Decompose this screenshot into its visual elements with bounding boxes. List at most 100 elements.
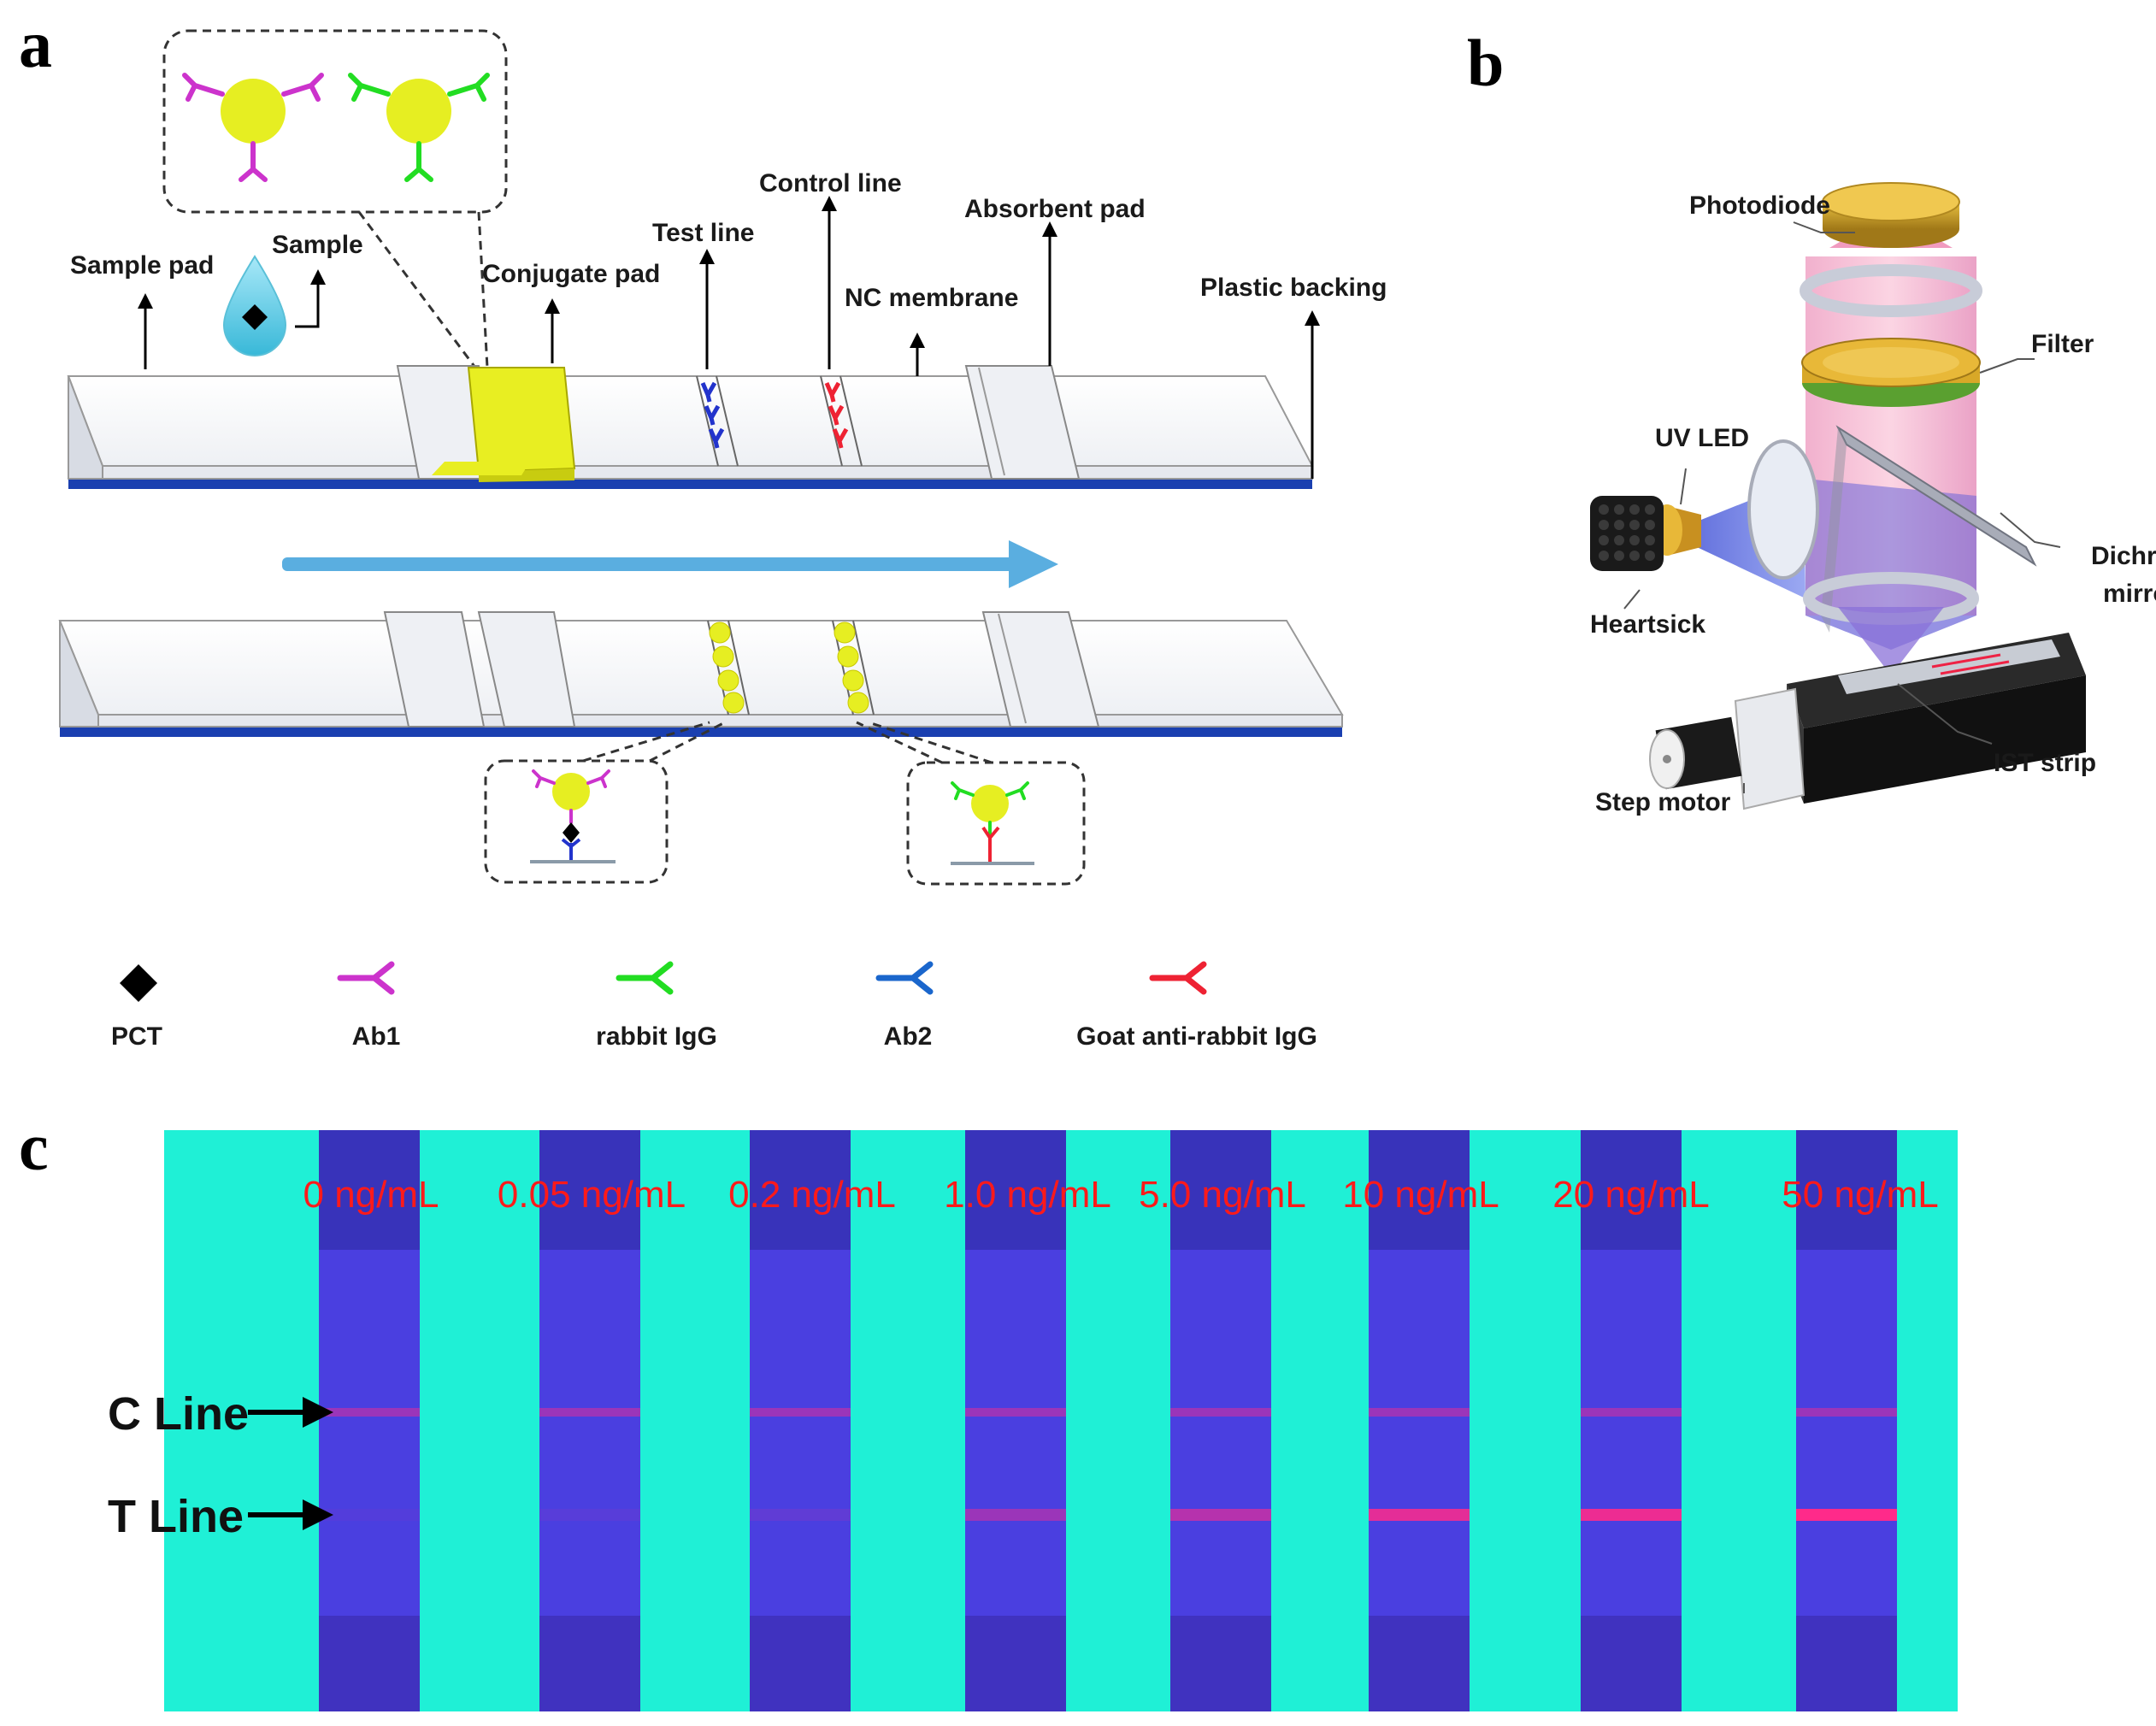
- panel-a: a: [19, 7, 1387, 1051]
- concentration-label: 20 ng/mL: [1552, 1174, 1709, 1216]
- strip-window-bottom: [750, 1616, 851, 1711]
- concentration-label: 50 ng/mL: [1782, 1174, 1938, 1216]
- strip-window-top: [1796, 1130, 1897, 1250]
- legend-label-goat-anti-rabbit-igg: Goat anti-rabbit IgG: [1076, 1022, 1317, 1051]
- lfa-strip-before: [67, 365, 1314, 489]
- control-band: [1170, 1408, 1271, 1417]
- heatsink-icon: [1590, 496, 1664, 571]
- panel-letter-b: b: [1467, 26, 1504, 100]
- strip-window-bottom: [319, 1616, 420, 1711]
- label-uv-led: UV LED: [1655, 424, 1749, 452]
- label-heatsink: Heartsick: [1590, 610, 1705, 639]
- label-ist-strip: IST strip: [1994, 749, 2096, 777]
- diamond-icon: [120, 964, 157, 1002]
- legend: PCT Ab1 rabbit IgG Ab2 Goat anti-rabbit …: [111, 961, 1317, 1051]
- control-band: [539, 1408, 640, 1417]
- panel-letter-c: c: [19, 1110, 49, 1184]
- panel-c: c 0 ng/mL 0.05 ng/mL 0.2 ng/mL 1.0 ng/mL 5.0…: [19, 1110, 1958, 1711]
- panel-letter-a: a: [19, 7, 52, 81]
- control-line-marks: [820, 375, 863, 467]
- strip-window-top: [1170, 1130, 1271, 1250]
- test-band: [750, 1509, 851, 1521]
- test-band: [1796, 1509, 1897, 1521]
- strip-window-top: [750, 1130, 851, 1250]
- flow-arrow: [282, 540, 1058, 588]
- photodiode-icon: [1822, 182, 1960, 248]
- strip-window-top: [539, 1130, 640, 1250]
- strip-window-bottom: [1581, 1616, 1682, 1711]
- lfa-strip-after: [58, 611, 1344, 737]
- legend-label-pct: PCT: [111, 1022, 162, 1051]
- legend-label-rabbit-igg: rabbit IgG: [596, 1022, 717, 1051]
- label-dichroic: Dichroic: [2091, 542, 2156, 570]
- control-line-callout: [856, 721, 1086, 886]
- sample-droplet-icon: [222, 255, 287, 356]
- label-nc-membrane: NC membrane: [845, 284, 1018, 312]
- label-arrows-a: [138, 196, 1320, 479]
- test-band: [1369, 1509, 1470, 1521]
- strip-window-bottom: [539, 1616, 640, 1711]
- label-sample: Sample: [272, 231, 363, 259]
- legend-label-ab1: Ab1: [352, 1022, 401, 1051]
- antibody-icon: [875, 961, 934, 995]
- concentration-label: 0.05 ng/mL: [498, 1174, 686, 1216]
- antibody-icon: [1149, 961, 1207, 995]
- strip-window-bottom: [965, 1616, 1066, 1711]
- label-sample-pad: Sample pad: [70, 251, 214, 280]
- label-photodiode: Photodiode: [1689, 191, 1830, 220]
- conjugate-callout: [162, 29, 508, 368]
- test-band: [965, 1509, 1066, 1521]
- dichroic-mirror-icon: [1835, 425, 2037, 567]
- antibody-icon: [616, 961, 674, 995]
- control-band: [1796, 1408, 1897, 1417]
- legend-label-ab2: Ab2: [884, 1022, 933, 1051]
- gold-particle: [221, 79, 286, 144]
- control-band: [965, 1408, 1066, 1417]
- strip-window-bottom: [1796, 1616, 1897, 1711]
- panel-b: b: [1467, 26, 2156, 816]
- strip-window-bottom: [1170, 1616, 1271, 1711]
- label-mirror: mirror: [2103, 580, 2156, 608]
- label-filter: Filter: [2031, 330, 2094, 358]
- concentration-label: 0 ng/mL: [303, 1174, 439, 1216]
- focus-cone: [1838, 607, 1944, 675]
- control-band: [750, 1408, 851, 1417]
- strip-window-top: [965, 1130, 1066, 1250]
- test-band: [1581, 1509, 1682, 1521]
- concentration-labels: 0 ng/mL 0.05 ng/mL 0.2 ng/mL 1.0 ng/mL 5.0 n…: [303, 1174, 1939, 1216]
- filter-icon: [1801, 338, 1981, 407]
- label-step-motor: Step motor: [1595, 788, 1731, 816]
- c-line-label: C Line: [108, 1388, 249, 1440]
- concentration-label: 10 ng/mL: [1342, 1174, 1499, 1216]
- concentration-label: 0.2 ng/mL: [728, 1174, 896, 1216]
- control-band: [1369, 1408, 1470, 1417]
- label-control-line: Control line: [759, 169, 902, 197]
- step-motor-stage: [1649, 633, 2086, 810]
- test-line-callout: [484, 721, 726, 884]
- strip-window-bottom: [1369, 1616, 1470, 1711]
- test-band: [539, 1509, 640, 1521]
- strip-window-top: [1581, 1130, 1682, 1250]
- t-line-label: T Line: [108, 1491, 244, 1542]
- strip-window-top: [319, 1130, 420, 1250]
- captured-particles: [709, 621, 869, 714]
- control-band: [1581, 1408, 1682, 1417]
- gold-particle: [386, 79, 451, 144]
- strip-window-top: [1369, 1130, 1470, 1250]
- test-strips: [319, 1130, 1897, 1711]
- antibody-icon: [337, 961, 395, 995]
- label-absorbent-pad: Absorbent pad: [964, 195, 1146, 223]
- leader-lines-b: [1623, 221, 2061, 793]
- test-band: [319, 1509, 420, 1521]
- lens-ring: [1800, 264, 1982, 317]
- control-band: [319, 1408, 420, 1417]
- label-plastic-backing: Plastic backing: [1200, 274, 1387, 302]
- test-band: [1170, 1509, 1271, 1521]
- concentration-label: 5.0 ng/mL: [1139, 1174, 1306, 1216]
- label-conjugate-pad: Conjugate pad: [482, 260, 660, 288]
- concentration-label: 1.0 ng/mL: [944, 1174, 1111, 1216]
- test-line-marks: [696, 375, 739, 467]
- excitation-lens: [1747, 439, 1819, 580]
- label-test-line: Test line: [652, 219, 754, 247]
